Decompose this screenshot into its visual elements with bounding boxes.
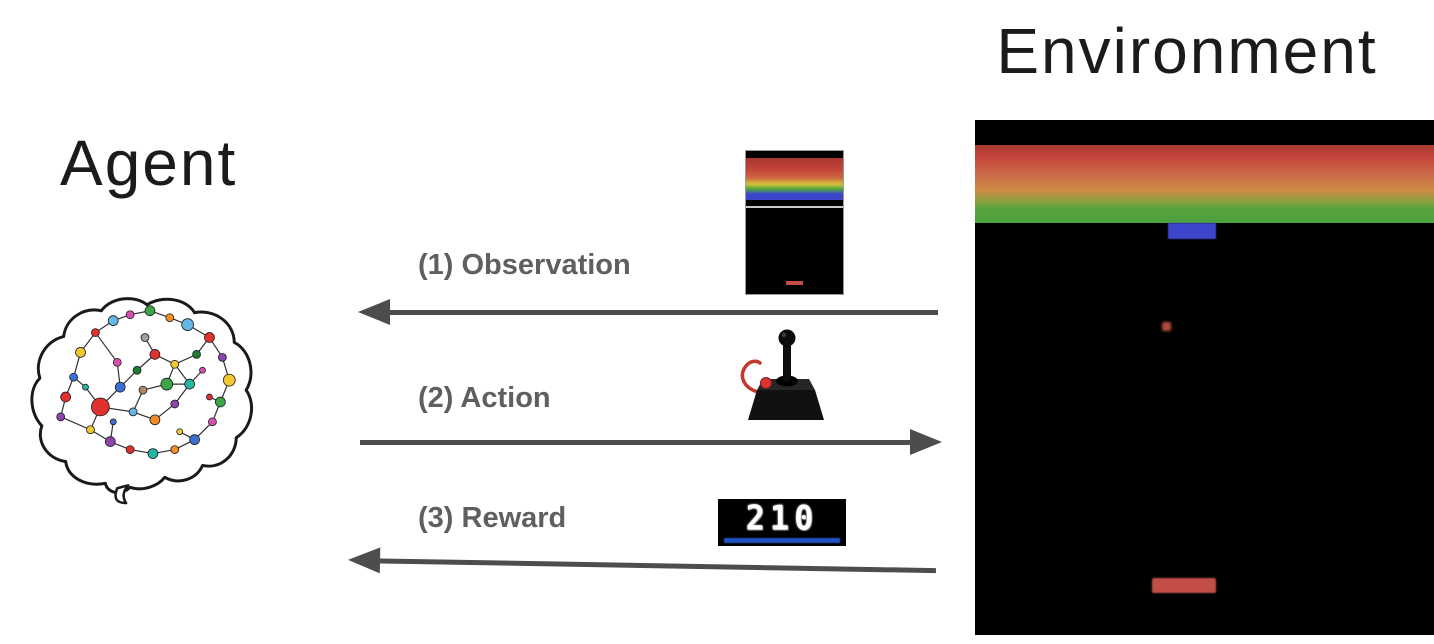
environment-title: Environment: [996, 15, 1378, 87]
environment-game-screen: [975, 120, 1434, 635]
ball: [1162, 322, 1172, 331]
thumbnail-paddle: [785, 281, 803, 285]
observation-arrow-line: [385, 310, 938, 315]
observation-thumbnail: [745, 150, 844, 295]
action-arrow: [360, 429, 942, 455]
score-display: 210: [718, 499, 846, 546]
brain-icon: [30, 297, 254, 505]
brick-gap: [1039, 614, 1088, 635]
reward-label: (3) Reward: [418, 502, 567, 534]
action-arrow-line: [360, 440, 915, 445]
observation-arrowhead-icon: [358, 299, 390, 325]
observation-label: (1) Observation: [418, 249, 631, 281]
brick-gap: [1121, 614, 1152, 635]
reward-arrow: [347, 546, 936, 583]
paddle: [1151, 578, 1216, 593]
action-label: (2) Action: [418, 382, 551, 414]
score-underline: [724, 538, 840, 543]
agent-title: Agent: [60, 127, 238, 199]
action-arrowhead-icon: [910, 429, 942, 455]
reward-arrow-line: [374, 558, 936, 574]
score-value: 210: [745, 498, 819, 538]
reward-arrowhead-icon: [347, 546, 381, 574]
thumbnail-brick-rows: [746, 158, 843, 200]
thumbnail-wall-line: [746, 206, 843, 208]
blue-brick: [1167, 223, 1216, 239]
joystick-icon: [740, 329, 824, 420]
brick-rows: [975, 145, 1434, 223]
observation-arrow: [358, 299, 938, 325]
